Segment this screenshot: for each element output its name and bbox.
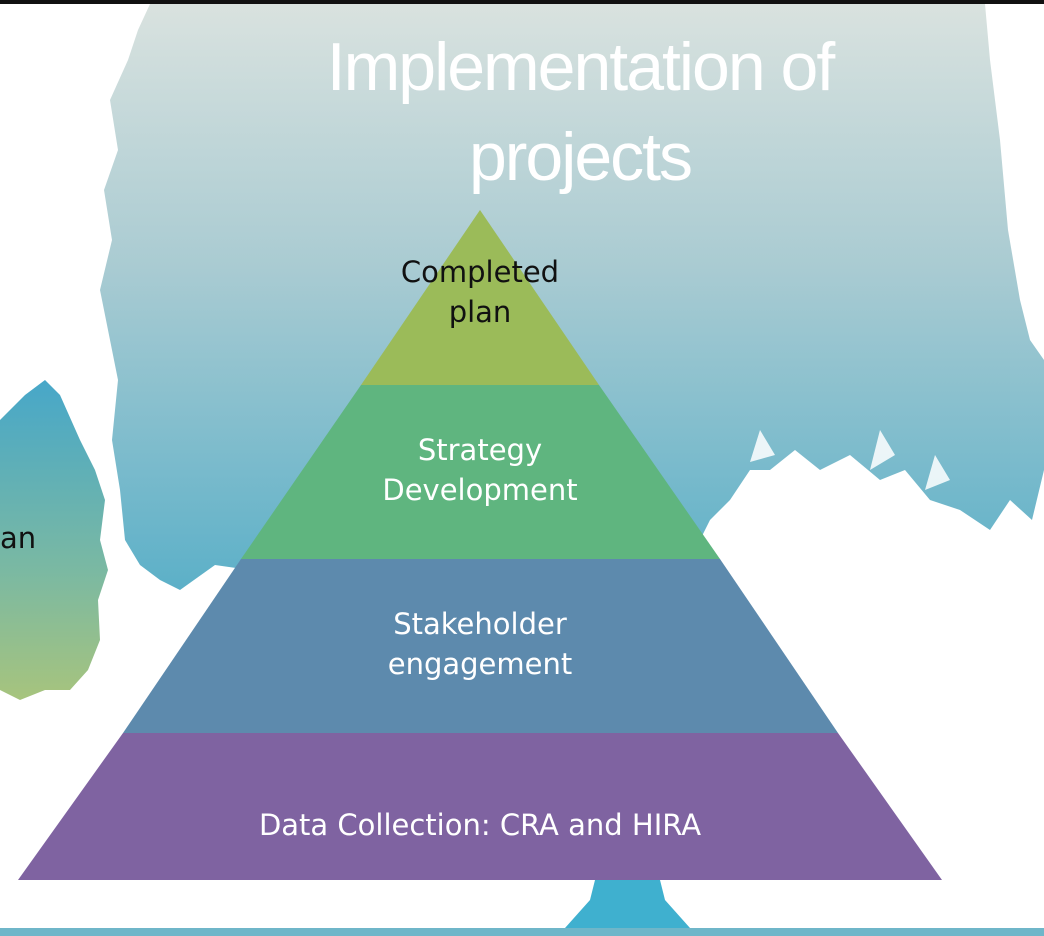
partial-side-label: an bbox=[0, 521, 37, 555]
pyramid-label-stakeholder-engagement: Stakeholder engagement bbox=[387, 607, 573, 681]
pyramid-label-data-collection: Data Collection: CRA and HIRA bbox=[258, 808, 702, 842]
pyramid-label-strategy-development: Strategy Development bbox=[382, 433, 578, 507]
tree-trunk bbox=[565, 880, 690, 928]
left-tree bbox=[0, 380, 108, 700]
pyramid-level-stakeholder-engagement bbox=[123, 559, 838, 733]
pyramid-level-strategy-development bbox=[241, 385, 720, 559]
pyramid-level-data-collection bbox=[18, 733, 942, 880]
pyramid-level-completed-plan bbox=[361, 210, 599, 385]
bottom-band bbox=[0, 928, 1044, 936]
slide-title: Implementation of projects bbox=[326, 29, 836, 195]
top-border bbox=[0, 0, 1044, 4]
pyramid-label-completed-plan: Completed plan bbox=[400, 255, 560, 329]
